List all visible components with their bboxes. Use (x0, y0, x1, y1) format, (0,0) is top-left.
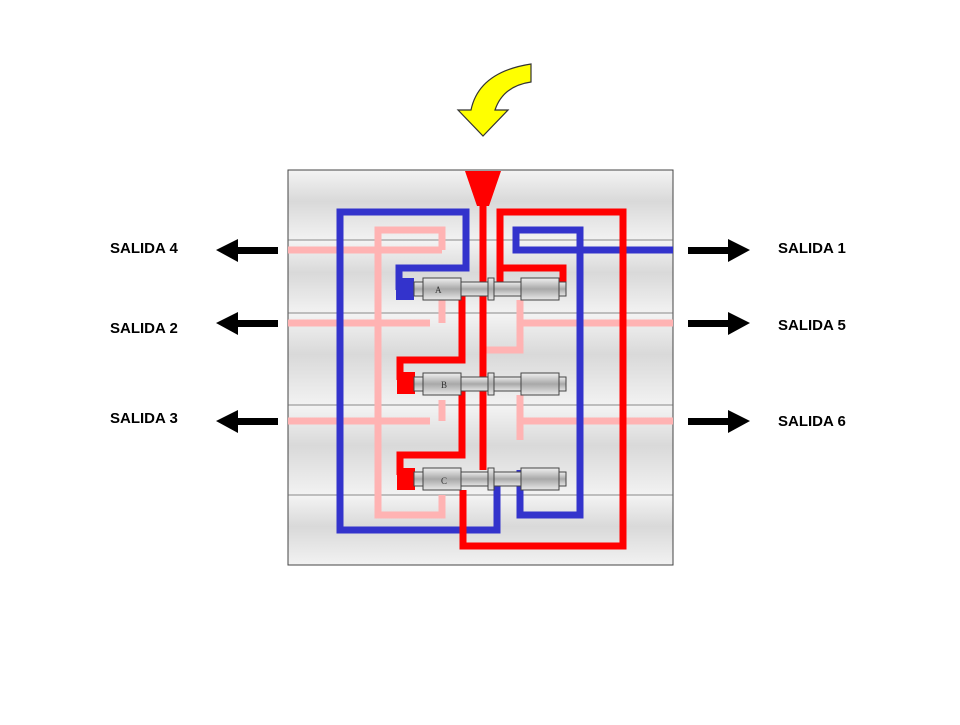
arrow-left-salida-3 (216, 410, 278, 433)
valve-b (413, 372, 567, 396)
output-label-salida-4: SALIDA 4 (110, 240, 178, 257)
valve-c-label: C (441, 476, 447, 486)
idle-lines (288, 226, 673, 519)
arrow-right-salida-5 (688, 312, 750, 335)
pressure-port-b (397, 372, 415, 394)
output-label-salida-5: SALIDA 5 (778, 317, 846, 334)
output-arrows-right (688, 239, 750, 433)
return-port-a (396, 278, 414, 300)
arrow-left-salida-2 (216, 312, 278, 335)
valve-b-label: B (441, 380, 447, 390)
pressure-lines (396, 200, 627, 550)
valve-a-label: A (435, 285, 442, 295)
pressure-port-c (397, 468, 415, 490)
inlet-funnel (465, 171, 501, 206)
output-label-salida-6: SALIDA 6 (778, 413, 846, 430)
output-label-salida-1: SALIDA 1 (778, 240, 846, 257)
arrow-left-salida-4 (216, 239, 278, 262)
output-label-salida-2: SALIDA 2 (110, 320, 178, 337)
arrow-right-salida-6 (688, 410, 750, 433)
output-arrows-left (216, 239, 278, 433)
output-label-salida-3: SALIDA 3 (110, 410, 178, 427)
inlet-arrow (456, 63, 532, 137)
return-lines (336, 208, 673, 534)
arrow-right-salida-1 (688, 239, 750, 262)
valve-a (413, 277, 567, 301)
valve-c (413, 467, 567, 491)
